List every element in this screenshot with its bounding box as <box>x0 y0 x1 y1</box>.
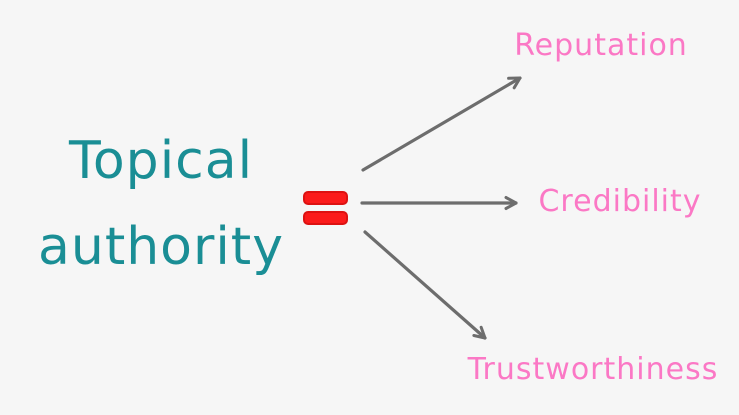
equals-bar-bottom <box>303 211 348 225</box>
equals-sign <box>303 191 348 225</box>
subject-line-1: Topical <box>68 131 254 191</box>
subject-text: Topical authority <box>11 118 311 290</box>
subject-line-2: authority <box>38 217 284 277</box>
arrow-to-trustworthiness <box>363 230 487 340</box>
target-label-trustworthiness: Trustworthiness <box>467 352 719 387</box>
target-label-reputation: Reputation <box>514 28 688 63</box>
target-label-credibility: Credibility <box>538 184 702 219</box>
arrow-to-reputation <box>361 76 522 172</box>
equals-bar-top <box>303 191 348 205</box>
